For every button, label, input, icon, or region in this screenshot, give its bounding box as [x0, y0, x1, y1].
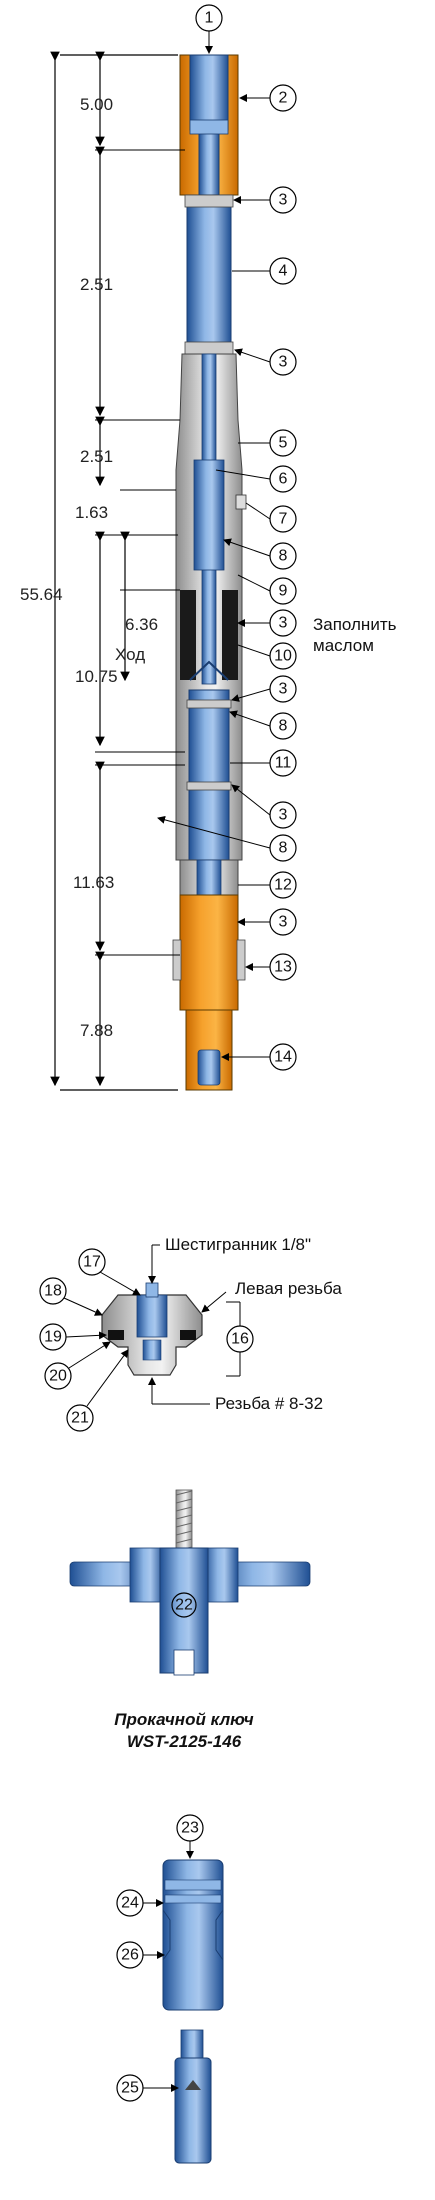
- dim-7-88: 7.88: [80, 1021, 113, 1040]
- main-assembly: [172, 54, 247, 1091]
- wrench-caption-2: WST-2125-146: [127, 1732, 242, 1751]
- callout-21: 21: [71, 1410, 89, 1427]
- oil-seal-left: [180, 590, 196, 680]
- dim-11-63: 11.63: [73, 873, 114, 892]
- callout-16: 16: [231, 1331, 249, 1348]
- callout-3e: 3: [279, 807, 288, 824]
- callout-23: 23: [181, 1820, 199, 1837]
- callout-3c: 3: [279, 615, 288, 632]
- left-thread-label: Левая резьба: [235, 1279, 342, 1298]
- callout-8: 8: [279, 548, 288, 565]
- callout-8c: 8: [279, 840, 288, 857]
- callout-3: 3: [279, 192, 288, 209]
- callout-17: 17: [83, 1254, 101, 1271]
- callout-3f: 3: [279, 914, 288, 931]
- dim-10-75: 10.75: [75, 667, 118, 686]
- top-band: [189, 119, 229, 135]
- lower-housing: [179, 894, 239, 1011]
- callout-4: 4: [279, 263, 288, 280]
- dim-2-51-lower: 2.51: [80, 447, 113, 466]
- callout-2: 2: [279, 90, 288, 107]
- hex-label: Шестигранник 1/8": [165, 1235, 311, 1254]
- top-cap: [189, 54, 229, 131]
- fill-oil-label-1: Заполнить: [313, 615, 397, 634]
- callout-8b: 8: [279, 718, 288, 735]
- dim-2-51-upper: 2.51: [80, 275, 113, 294]
- callout-13: 13: [274, 959, 292, 976]
- callout-12: 12: [274, 877, 292, 894]
- tool-pin: [174, 2057, 212, 2164]
- dim-stroke-label: Ход: [115, 645, 145, 664]
- valve-detail: 17 18 19 20 21 16 Шестигранник 1/8" Лева…: [39, 1235, 342, 1432]
- callout-25: 25: [121, 2080, 139, 2097]
- oil-seal-right: [222, 590, 238, 680]
- callout-19: 19: [44, 1329, 62, 1346]
- callout-20: 20: [49, 1368, 67, 1385]
- callout-14: 14: [274, 1049, 292, 1066]
- thread-8-32-label: Резьба # 8-32: [215, 1394, 323, 1413]
- wrench-caption-1: Прокачной ключ: [114, 1710, 254, 1729]
- dim-6-36: 6.36: [125, 615, 158, 634]
- dimension-lines: 5.00 2.51 2.51 1.63 55.64 6.36 Ход 10.75…: [20, 51, 185, 1091]
- callout-7: 7: [279, 511, 288, 528]
- callout-24: 24: [121, 1895, 139, 1912]
- upper-tube: [186, 194, 232, 351]
- fill-oil-label-2: маслом: [313, 636, 374, 655]
- callout-1: 1: [205, 10, 214, 27]
- top-stem: [198, 129, 220, 196]
- dim-1-63: 1.63: [75, 503, 108, 522]
- callout-3b: 3: [279, 354, 288, 371]
- callout-26: 26: [121, 1947, 139, 1964]
- callout-18: 18: [44, 1283, 62, 1300]
- dim-55-64: 55.64: [20, 585, 63, 604]
- bottom-plug: [197, 1049, 221, 1086]
- bleed-tool: 23 24 26 25: [116, 1814, 224, 2164]
- callout-3d: 3: [279, 681, 288, 698]
- dim-5-00: 5.00: [80, 95, 113, 114]
- callout-11: 11: [275, 755, 292, 772]
- callout-10: 10: [274, 648, 292, 665]
- callout-9: 9: [279, 583, 288, 600]
- bleed-wrench: 22 Прокачной ключ WST-2125-146: [69, 1489, 311, 1751]
- main-callouts: 1 2 3 4 3 5 6 7 8 9 3 10 3: [157, 4, 397, 1071]
- callout-5: 5: [279, 435, 288, 452]
- callout-6: 6: [279, 471, 288, 488]
- callout-22: 22: [175, 1597, 193, 1614]
